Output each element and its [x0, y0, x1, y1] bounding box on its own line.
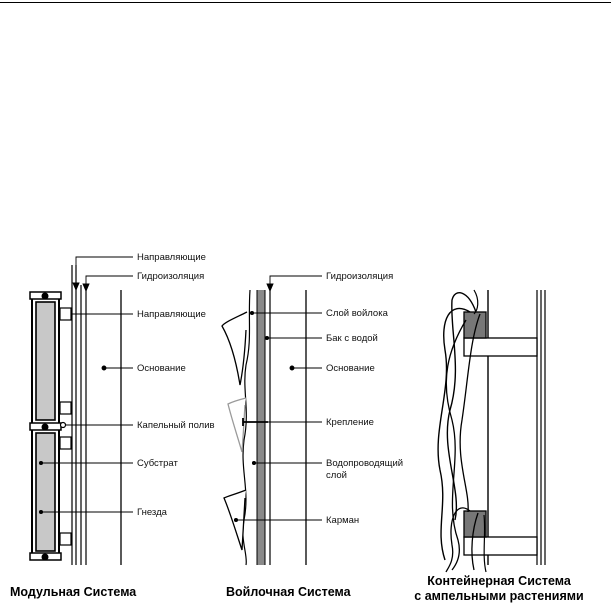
label-felt-waterproofing: Гидроизоляция — [326, 271, 393, 282]
modular-leaders — [38, 256, 133, 515]
caption-container-line2: с ампельными растениями — [414, 589, 583, 603]
label-felt-base: Основание — [326, 363, 375, 374]
label-modular-waterproofing: Гидроизоляция — [137, 271, 204, 282]
caption-felt-system: Войлочная Система — [226, 585, 352, 599]
label-felt-tank: Бак с водой — [326, 333, 378, 344]
label-modular-drip: Капельный полив — [137, 420, 215, 431]
felt-leaders — [233, 275, 322, 523]
container-system-drawing — [437, 289, 546, 573]
label-modular-guides-mid: Направляющие — [137, 309, 206, 320]
felt-labels: Гидроизоляция Слой войлока Бак с водой О… — [326, 271, 403, 526]
label-felt-layer: Слой войлока — [326, 308, 389, 319]
modular-labels: Направляющие Гидроизоляция Направляющие … — [137, 252, 215, 518]
top-rule — [0, 2, 611, 3]
felt-system-drawing — [221, 285, 307, 566]
caption-modular-system: Модульная Система — [10, 585, 137, 599]
label-felt-wick-line2: слой — [326, 470, 347, 481]
label-modular-nests: Гнезда — [137, 507, 168, 518]
label-modular-guides-top: Направляющие — [137, 252, 206, 263]
label-modular-substrate: Субстрат — [137, 458, 179, 469]
label-felt-mount: Крепление — [326, 417, 374, 428]
label-modular-base: Основание — [137, 363, 186, 374]
modular-system-drawing — [29, 265, 122, 565]
caption-container-line1: Контейнерная Система — [427, 574, 572, 588]
label-felt-pocket: Карман — [326, 515, 359, 526]
label-felt-wick-line1: Водопроводящий — [326, 458, 403, 469]
